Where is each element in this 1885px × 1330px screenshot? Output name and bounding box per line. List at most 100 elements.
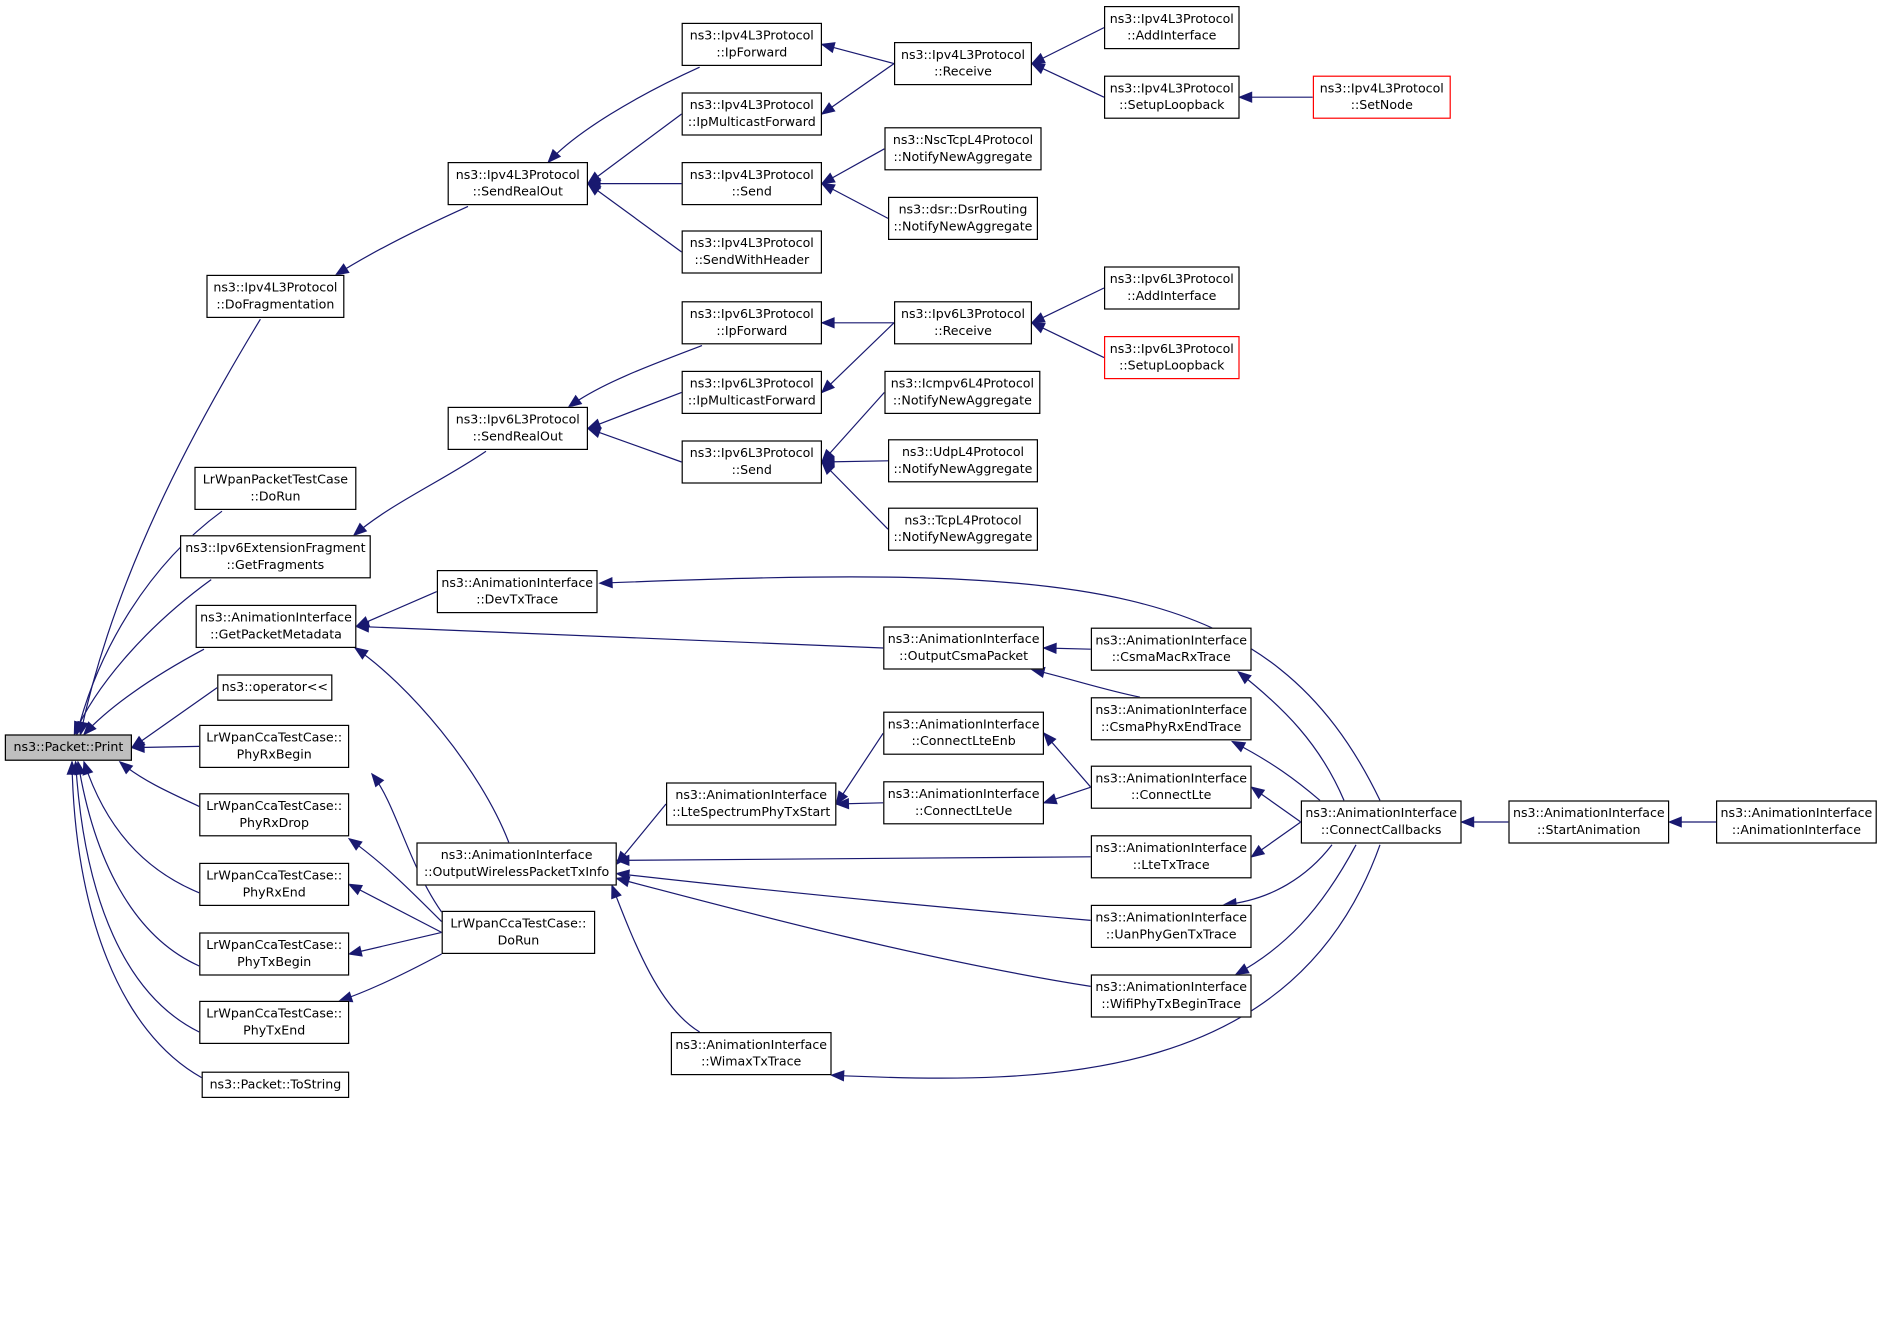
node-ipv4-ipmcast[interactable]: ns3::Ipv4L3Protocol::IpMulticastForward [681, 92, 823, 136]
edge-ai-uanphy-to-ai-outwireless [616, 873, 1091, 921]
node-ai-wimax[interactable]: ns3::AnimationInterface::WimaxTxTrace [670, 1032, 832, 1076]
node-op-lshift[interactable]: ns3::operator<< [217, 674, 333, 701]
edge-arrowhead [1250, 844, 1266, 858]
node-ipv6-sendrealout[interactable]: ns3::Ipv6L3Protocol::SendRealOut [447, 406, 588, 451]
node-cca-phytxend[interactable]: LrWpanCcaTestCase::PhyTxEnd [199, 1000, 350, 1044]
node-ipv6ext-getfrag[interactable]: ns3::Ipv6ExtensionFragment::GetFragments [180, 535, 371, 579]
node-ipv4-sendwh[interactable]: ns3::Ipv4L3Protocol::SendWithHeader [681, 230, 823, 274]
node-label-line: ::NotifyNewAggregate [893, 530, 1033, 545]
edge-ipv4-sendwh-to-ipv4-sendrealout [587, 183, 682, 253]
edge-ai-csmaphyrx-to-ai-outcsma [1031, 669, 1141, 698]
node-label-line: ::NotifyNewAggregate [892, 393, 1032, 409]
edge-ai-devtx-to-ai-getpktmeta [356, 591, 438, 627]
node-label-line: ::UanPhyGenTxTrace [1105, 927, 1237, 943]
node-label-line: DoRun [497, 933, 540, 949]
node-label-line: ::Receive [934, 64, 992, 80]
node-label-line: ::IpMulticastForward [687, 393, 816, 409]
edge-arrowhead [1667, 816, 1682, 828]
node-label-line: ::LteSpectrumPhyTxStart [672, 805, 831, 820]
node-label-line: ns3::AnimationInterface [1095, 841, 1248, 856]
node-label-line: ::SetupLoopback [1119, 358, 1225, 374]
node-ipv4-addif[interactable]: ns3::Ipv4L3Protocol::AddInterface [1104, 6, 1240, 50]
node-ai-outwireless[interactable]: ns3::AnimationInterface::OutputWirelessP… [416, 842, 617, 886]
node-label-line: ::CsmaMacRxTrace [1111, 650, 1231, 665]
node-label-line: ::GetPacketMetadata [210, 627, 342, 642]
node-ai-ltetx[interactable]: ns3::AnimationInterface::LteTxTrace [1090, 835, 1252, 879]
edge-ipv4-ipforward-to-ipv4-sendrealout [547, 66, 700, 163]
node-ipv4-send[interactable]: ns3::Ipv4L3Protocol::Send [681, 162, 823, 206]
node-label-line: ns3::AnimationInterface [887, 717, 1040, 732]
node-ipv4-dofrag[interactable]: ns3::Ipv4L3Protocol::DoFragmentation [206, 274, 345, 318]
node-label-line: ns3::Ipv6L3Protocol [900, 307, 1026, 322]
node-ai-connlte[interactable]: ns3::AnimationInterface::ConnectLte [1090, 765, 1252, 809]
edge-arrowhead [820, 172, 836, 185]
edge-arrowhead [370, 772, 385, 788]
node-label-line: ns3::Ipv4L3Protocol [1319, 81, 1444, 96]
node-dsr-nna[interactable]: ns3::dsr::DsrRouting::NotifyNewAggregate [888, 196, 1038, 241]
node-cca-phyrxbegin[interactable]: LrWpanCcaTestCase::PhyRxBegin [199, 724, 350, 768]
node-print[interactable]: ns3::Packet::Print [4, 734, 132, 761]
node-pkt-tostring[interactable]: ns3::Packet::ToString [201, 1071, 350, 1098]
edge-cca-phytxend-to-print [75, 761, 200, 1033]
node-ai-ltespec[interactable]: ns3::AnimationInterface::LteSpectrumPhyT… [666, 782, 837, 826]
node-cca-dorun[interactable]: LrWpanCcaTestCase::DoRun [441, 910, 596, 955]
edge-pkt-tostring-to-print [71, 761, 202, 1079]
node-lrwpan-pkt-dorun[interactable]: LrWpanPacketTestCase::DoRun [194, 466, 357, 511]
node-ipv6-setuplb[interactable]: ns3::Ipv6L3Protocol::SetupLoopback [1104, 336, 1240, 380]
node-ipv4-receive[interactable]: ns3::Ipv4L3Protocol::Receive [894, 42, 1032, 86]
node-label-line: ::LteTxTrace [1132, 858, 1210, 873]
node-label-line: ns3::AnimationInterface [887, 632, 1040, 647]
edge-arrowhead [820, 460, 835, 475]
node-cca-phyrxdrop[interactable]: LrWpanCcaTestCase::PhyRxDrop [199, 793, 350, 837]
node-ai-connlteue[interactable]: ns3::AnimationInterface::ConnectLteUe [883, 781, 1044, 825]
node-label-line: ::ConnectCallbacks [1320, 823, 1442, 838]
node-ipv4-setuplb[interactable]: ns3::Ipv4L3Protocol::SetupLoopback [1104, 75, 1240, 119]
edge-arrowhead [1030, 322, 1046, 334]
node-udp-nna[interactable]: ns3::UdpL4Protocol::NotifyNewAggregate [888, 439, 1038, 483]
node-ai-conncb[interactable]: ns3::AnimationInterface::ConnectCallback… [1300, 800, 1462, 844]
node-label-line: ns3::TcpL4Protocol [904, 513, 1022, 528]
node-label-line: ns3::Ipv4L3Protocol [689, 168, 814, 183]
node-ipv6-send[interactable]: ns3::Ipv6L3Protocol::Send [681, 440, 823, 484]
node-ipv6-ipforward[interactable]: ns3::Ipv6L3Protocol::IpForward [681, 301, 823, 345]
node-ipv4-setnode[interactable]: ns3::Ipv4L3Protocol::SetNode [1312, 75, 1451, 119]
node-ai-connlteenb[interactable]: ns3::AnimationInterface::ConnectLteEnb [883, 711, 1044, 755]
edge-arrowhead [66, 760, 78, 775]
node-label-line: ns3::Icmpv6L4Protocol [890, 376, 1035, 392]
node-label-line: ::IpMulticastForward [687, 115, 816, 130]
node-label-line: ::SetupLoopback [1119, 98, 1225, 113]
node-ai-outcsma[interactable]: ns3::AnimationInterface::OutputCsmaPacke… [883, 626, 1044, 670]
node-ipv6-receive[interactable]: ns3::Ipv6L3Protocol::Receive [894, 301, 1032, 345]
edge-ai-conncb-to-ai-csmamacrx [1238, 671, 1345, 801]
node-ai-uanphy[interactable]: ns3::AnimationInterface::UanPhyGenTxTrac… [1090, 904, 1252, 949]
node-label-line: ns3::Ipv6ExtensionFragment [185, 541, 366, 556]
edge-arrowhead [353, 647, 369, 660]
node-ipv4-ipforward[interactable]: ns3::Ipv4L3Protocol::IpForward [681, 22, 823, 66]
node-label-line: ::DevTxTrace [476, 592, 559, 608]
node-nsctcp-nna[interactable]: ns3::NscTcpL4Protocol::NotifyNewAggregat… [884, 127, 1042, 171]
node-ipv6-addif[interactable]: ns3::Ipv6L3Protocol::AddInterface [1104, 266, 1240, 310]
node-tcp-nna[interactable]: ns3::TcpL4Protocol::NotifyNewAggregate [888, 507, 1038, 551]
node-label-line: ns3::operator<< [221, 680, 328, 695]
node-label-line: ::Send [731, 184, 772, 200]
edge-arrowhead [820, 42, 836, 54]
edge-cca-dorun-to-cca-phyrxbegin [371, 773, 443, 913]
node-label-line: ns3::Ipv4L3Protocol [689, 28, 814, 44]
edge-ai-outwireless-to-ai-getpktmeta [354, 647, 510, 843]
node-ipv4-sendrealout[interactable]: ns3::Ipv4L3Protocol::SendRealOut [447, 162, 588, 206]
node-ai-csmamacrx[interactable]: ns3::AnimationInterface::CsmaMacRxTrace [1090, 627, 1252, 671]
node-ai-wifiphy[interactable]: ns3::AnimationInterface::WifiPhyTxBeginT… [1090, 974, 1252, 1018]
node-ai-csmaphyrx[interactable]: ns3::AnimationInterface::CsmaPhyRxEndTra… [1090, 697, 1252, 741]
node-icmpv6-nna[interactable]: ns3::Icmpv6L4Protocol::NotifyNewAggregat… [884, 370, 1041, 415]
node-ipv6-ipmcast[interactable]: ns3::Ipv6L3Protocol::IpMulticastForward [681, 370, 823, 415]
edge-ai-ltetx-to-ai-outwireless [616, 856, 1091, 862]
node-ai-devtx[interactable]: ns3::AnimationInterface::DevTxTrace [436, 570, 598, 614]
node-ai-getpktmeta[interactable]: ns3::AnimationInterface::GetPacketMetada… [195, 604, 357, 648]
node-cca-phyrxend[interactable]: LrWpanCcaTestCase::PhyRxEnd [199, 862, 350, 907]
node-label-line: ::ConnectLteEnb [911, 734, 1016, 749]
node-ai-startanim[interactable]: ns3::AnimationInterface::StartAnimation [1508, 800, 1670, 844]
node-ai-ctor[interactable]: ns3::AnimationInterface::AnimationInterf… [1716, 800, 1877, 844]
edge-ipv4-sendrealout-to-ipv4-dofrag [335, 205, 469, 276]
node-cca-phytxbegin[interactable]: LrWpanCcaTestCase::PhyTxBegin [199, 932, 350, 976]
